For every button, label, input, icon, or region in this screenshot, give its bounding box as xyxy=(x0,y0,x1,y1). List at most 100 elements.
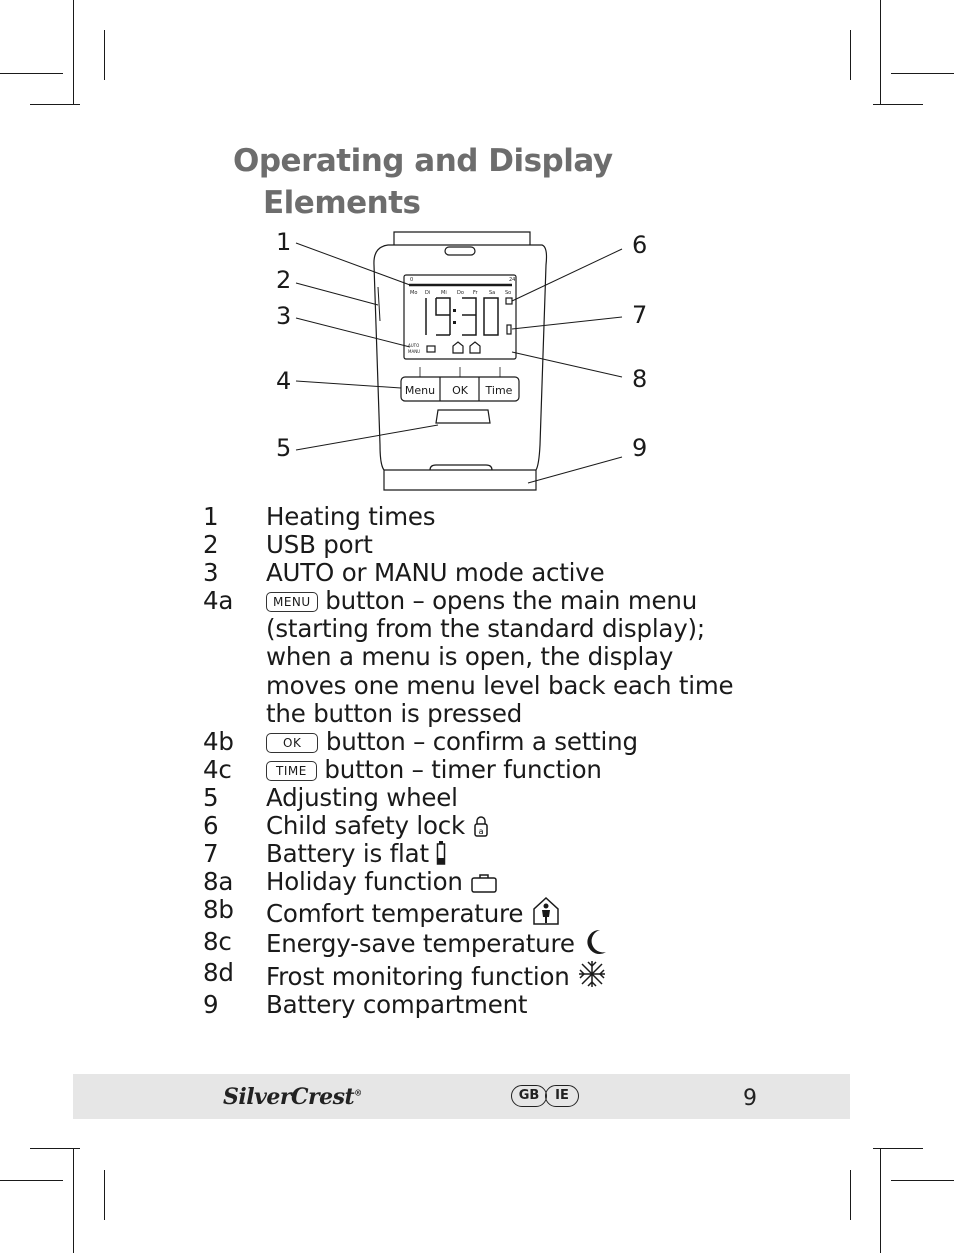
display-lock-icon xyxy=(505,297,513,305)
display-eco-house-icon xyxy=(469,341,481,354)
callout-5: 5 xyxy=(276,434,291,462)
callout-6: 6 xyxy=(632,231,647,259)
day-mo: Mo xyxy=(410,290,417,296)
legend-item: 1 Heating times xyxy=(203,502,763,531)
legend-text: moves one menu level back each time xyxy=(266,670,734,700)
legend-text: Heating times xyxy=(266,502,436,531)
callout-1: 1 xyxy=(276,228,291,256)
title-line-2: Elements xyxy=(263,185,421,221)
comfort-house-icon xyxy=(533,897,559,926)
legend-item: 8d Frost monitoring function xyxy=(203,958,763,991)
legend-item: 8c Energy-save temperature xyxy=(203,928,763,958)
menu-button-label: Menu xyxy=(405,384,435,397)
crop-mark xyxy=(850,30,851,80)
country-badge-ie: IE xyxy=(545,1085,579,1107)
legend-number: 4a xyxy=(203,586,234,616)
page-footer: SilverCrest® GB IE 9 xyxy=(73,1074,850,1119)
legend-item: 5 Adjusting wheel xyxy=(203,782,763,812)
legend-number: 3 xyxy=(203,558,219,588)
legend-number: 7 xyxy=(203,839,219,869)
callout-2: 2 xyxy=(276,266,291,294)
section-title: Operating and Display Elements xyxy=(233,140,653,224)
legend-item: 6 Child safety lock a xyxy=(203,811,763,841)
legend-number: 8a xyxy=(203,867,234,897)
brand-name: SilverCrest xyxy=(223,1084,355,1110)
snowflake-icon xyxy=(579,960,606,987)
legend-text: the button is pressed xyxy=(266,698,523,728)
crop-mark xyxy=(104,30,105,80)
legend-text: Battery is flat xyxy=(266,839,429,869)
day-fr: Fr xyxy=(473,290,479,296)
legend-number: 6 xyxy=(203,811,219,841)
legend-item: 8b Comfort temperature xyxy=(203,896,763,928)
thermostat-drawing: 0 24 Mo Di Mi Do Fr Sa So AUTO MANU Menu… xyxy=(276,228,647,491)
display-battery-icon xyxy=(506,324,512,335)
legend-text: button – opens the main menu xyxy=(325,586,698,616)
crop-mark xyxy=(891,1180,954,1181)
crop-mark xyxy=(104,1170,105,1220)
crop-mark xyxy=(30,1148,80,1149)
callout-9: 9 xyxy=(632,434,647,462)
legend-number: 2 xyxy=(203,530,219,560)
legend-text: button – confirm a setting xyxy=(325,726,638,756)
top-slot xyxy=(444,246,476,256)
mode-auto-label: AUTO xyxy=(408,343,419,348)
registered-mark: ® xyxy=(354,1087,362,1098)
svg-text:a: a xyxy=(478,827,483,836)
housing-outline xyxy=(373,244,548,471)
time-digits xyxy=(425,297,499,336)
legend-text: Frost monitoring function xyxy=(266,961,570,991)
crop-mark xyxy=(891,73,954,74)
legend-text: Holiday function xyxy=(266,867,463,897)
legend-text: (starting from the standard display); xyxy=(266,614,705,644)
callout-8: 8 xyxy=(632,365,647,393)
legend-number: 1 xyxy=(203,502,219,531)
legend-number: 9 xyxy=(203,989,219,1019)
ok-button-label: OK xyxy=(452,384,469,397)
element-legend: 1 Heating times 2 USB port 3 AUTO or MAN… xyxy=(203,502,763,1019)
suitcase-icon xyxy=(471,874,498,893)
callout-7: 7 xyxy=(632,301,647,329)
crop-mark xyxy=(30,104,80,105)
legend-text: Energy-save temperature xyxy=(266,929,575,959)
legend-item: 8a Holiday function xyxy=(203,868,763,896)
legend-text: Battery compartment xyxy=(266,989,528,1019)
lcd-display xyxy=(403,274,517,360)
day-sa: Sa xyxy=(489,290,495,296)
callout-line-3 xyxy=(295,317,411,348)
legend-text: Comfort temperature xyxy=(266,899,524,929)
callout-3: 3 xyxy=(276,302,291,330)
crop-mark xyxy=(873,104,923,105)
menu-key-icon: MENU xyxy=(266,592,318,613)
callout-line-5 xyxy=(295,424,439,451)
legend-item: 4a MENU button – opens the main menu (st… xyxy=(203,586,763,728)
day-so: So xyxy=(505,290,511,296)
callout-line-4 xyxy=(295,380,402,389)
page-number: 9 xyxy=(743,1086,757,1111)
legend-item: 3 AUTO or MANU mode active xyxy=(203,559,763,587)
adjusting-wheel xyxy=(435,409,491,424)
callout-line-7 xyxy=(511,316,623,330)
legend-number: 5 xyxy=(203,782,219,812)
device-diagram: 0 24 Mo Di Mi Do Fr Sa So AUTO MANU Menu… xyxy=(260,225,660,500)
day-do: Do xyxy=(457,290,464,296)
scale-label-0: 0 xyxy=(410,277,413,283)
scale-label-24: 24 xyxy=(509,277,515,283)
display-suitcase-icon xyxy=(426,345,436,353)
title-line-1: Operating and Display xyxy=(233,143,613,179)
display-comfort-icon xyxy=(452,341,464,354)
callout-4: 4 xyxy=(276,367,291,395)
country-badge-gb: GB xyxy=(511,1085,547,1107)
crop-mark xyxy=(0,1180,63,1181)
legend-number: 4b xyxy=(203,726,234,756)
moon-icon xyxy=(587,930,607,955)
crop-mark xyxy=(0,73,63,74)
battery-icon xyxy=(437,841,446,865)
crop-mark xyxy=(73,1148,74,1253)
battery-compartment xyxy=(383,470,537,491)
legend-item: 4b OK button – confirm a setting xyxy=(203,726,763,756)
crop-mark xyxy=(873,1148,923,1149)
legend-text: button – timer function xyxy=(324,754,602,784)
legend-item: 4c TIME button – timer function xyxy=(203,754,763,784)
legend-item: 7 Battery is flat xyxy=(203,840,763,868)
